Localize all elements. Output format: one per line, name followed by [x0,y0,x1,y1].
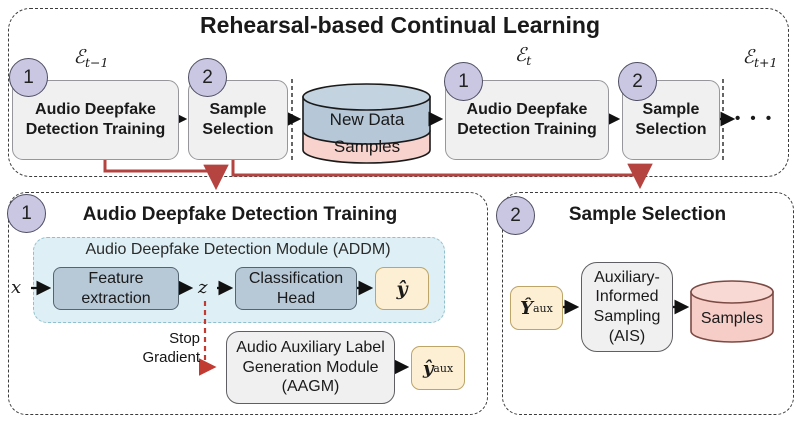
episode-label-curr: ℰt [492,44,554,68]
red-connector-to-panel2 [231,158,653,190]
addm-label: Audio Deepfake Detection Module (ADDM) [85,241,391,258]
red-connectors [103,158,653,191]
new-data-label: New Data [329,110,405,129]
panel1-badge: 1 [7,194,46,233]
Yhat-aux-base: Ŷ [520,297,533,319]
yhat-aux-sup: aux [433,361,454,375]
episode-subscript: t−1 [85,55,109,70]
main-title: Rehearsal-based Continual Learning [199,12,601,38]
panel2-badge: 2 [496,196,535,235]
panel1-title: Audio Deepfake Detection Training [82,204,398,225]
episode-subscript: t+1 [754,55,778,70]
data-cylinder [302,83,431,164]
ais-box: Auxiliary-Informed Sampling (AIS) [581,262,673,352]
flow-arrows [31,111,736,375]
panel-detection-training [8,192,488,415]
continuation-dots: • • • [735,110,775,127]
episode-label-prev: ℰt−1 [60,46,122,70]
samples-cylinder [690,280,774,343]
panel2-title: Sample Selection [568,204,727,225]
samples-cylinder-label: Samples [700,310,764,327]
samples-cylinder-top [690,280,774,304]
panel-sample-selection [502,192,794,415]
episode-symbol: ℰ [514,44,527,66]
step-badge-1b: 1 [444,62,483,101]
episode-symbol: ℰ [73,46,86,68]
step-badge-2a: 2 [188,58,227,97]
aagm-box: Audio Auxiliary Label Generation Module … [226,331,395,404]
stop-gradient-label: Stop Gradient [142,330,200,366]
yhat-box: ŷ [375,267,429,310]
samples-cylinder-body [690,291,774,343]
select-box-2: Sample Selection [622,80,720,160]
Yhat-aux-sup: aux [533,301,553,315]
cylinder-top-ellipse [302,83,431,111]
stop-gradient-line [198,301,217,376]
step-badge-1a: 1 [9,58,48,97]
samples-band-label: Samples [333,137,401,156]
x-input-label: x [11,277,22,298]
z-embedding-label: z [198,277,208,298]
yhat-aux-base: ŷ [422,357,434,379]
episode-symbol: ℰ [742,46,755,68]
step-badge-2b: 2 [618,62,657,101]
episode-label-next: ℰt+1 [728,46,792,70]
classification-head-box: Classification Head [235,267,357,310]
red-connector-to-panel1 [103,158,229,191]
feature-extraction-box: Feature extraction [53,267,179,310]
episode-subscript: t [526,53,532,68]
